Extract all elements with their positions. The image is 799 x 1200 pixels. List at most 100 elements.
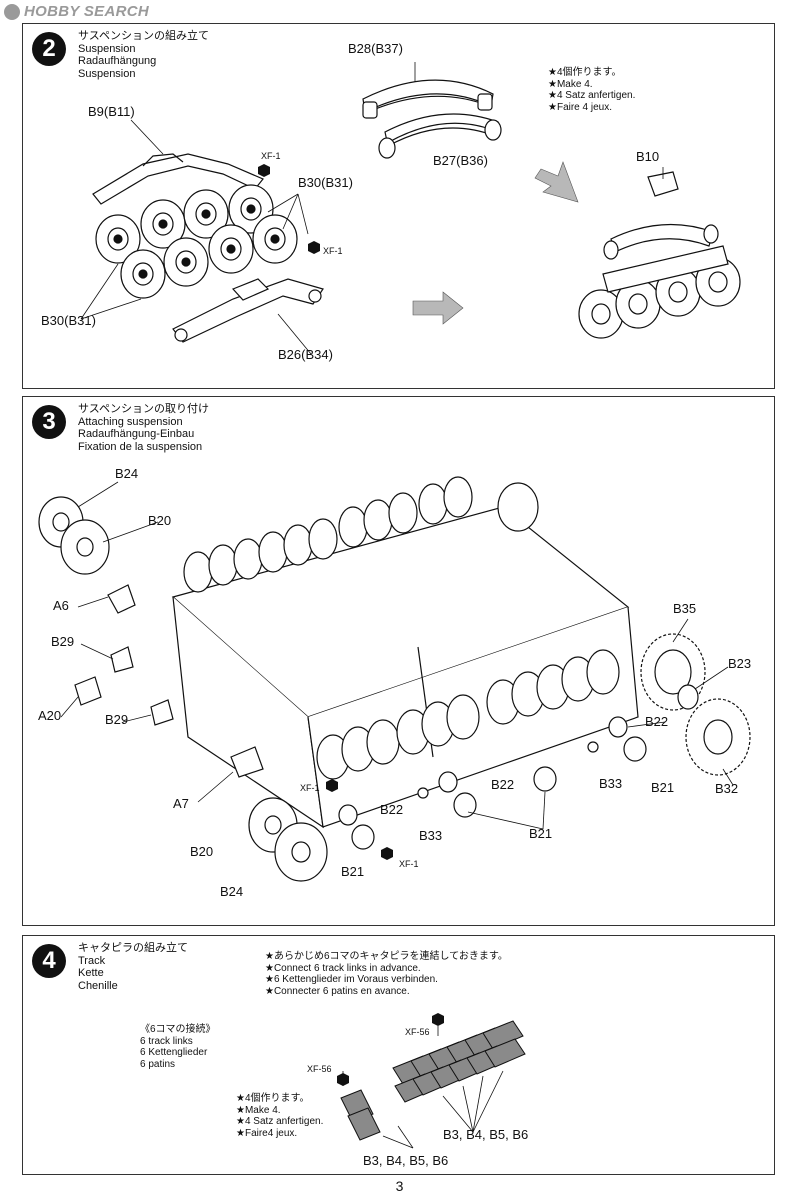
part-a6 (107, 584, 136, 614)
page-number: 3 (395, 1178, 404, 1194)
lower-suspension-units (316, 649, 620, 780)
step-3-title-de: Radaufhängung-Einbau (78, 428, 195, 440)
label-b24-bottom: B24 (220, 884, 244, 899)
step-4-title-fr: Chenille (78, 979, 118, 992)
step-2-panel: 2 サスペンションの組み立て Suspension Radaufhängung … (22, 23, 775, 389)
idler-wheel-b24-bottom (274, 822, 328, 882)
label-b22-right: B22 (645, 714, 669, 729)
label-b30-left: B30(B31) (41, 313, 96, 328)
step-4-panel: 4 キャタピラの組み立て Track Kette Chenille ★あらかじめ… (22, 935, 775, 1175)
idler-wheel-b20-bottom (248, 797, 298, 853)
step-2-title-en: Suspension (78, 42, 136, 55)
xf1-paint-marker-icon (381, 847, 393, 860)
label-xf56-left: XF-56 (307, 1064, 332, 1074)
step-4-title: キャタピラの組み立て Track Kette Chenille (78, 942, 188, 992)
label-xf1-left: XF-1 (300, 783, 320, 793)
idler-wheel-b20-top (60, 519, 110, 575)
part-b29-bottom (150, 699, 174, 726)
part-b33-left (417, 787, 429, 799)
road-wheels-bottom-row (120, 214, 298, 299)
label-xf56-right: XF-56 (405, 1027, 430, 1037)
xf1-paint-marker-icon (326, 779, 338, 792)
step-3-badge: 3 (32, 405, 66, 439)
label-b20-top: B20 (148, 513, 172, 528)
road-wheels-top-row (95, 184, 274, 264)
part-a20 (74, 676, 102, 706)
label-b27: B27(B36) (433, 153, 488, 168)
step-2-title: サスペンションの組み立て Suspension Radaufhängung Su… (78, 30, 209, 80)
step-3-title-en: Attaching suspension (78, 415, 183, 428)
step-3-panel: 3 サスペンションの取り付け Attaching suspension Rada… (22, 396, 775, 926)
assembly-arrow-diagonal (534, 161, 579, 203)
xf56-paint-marker-icon (337, 1073, 349, 1086)
upper-suspension-units (183, 476, 473, 593)
step-4-title-de: Kette (78, 967, 104, 979)
label-a6: A6 (53, 598, 69, 613)
leaf-spring-b27 (378, 113, 502, 159)
part-b21-right (623, 736, 647, 762)
part-b33-right (587, 741, 599, 753)
hobby-search-watermark: HOBBY SEARCH (4, 3, 149, 20)
track-links-six (392, 1020, 526, 1103)
label-a7: A7 (173, 796, 189, 811)
step-2-make-note: ★4個作ります。 ★Make 4. ★4 Satz anfertigen. ★F… (548, 67, 636, 113)
xf1-paint-marker-icon (258, 164, 270, 177)
label-b3-b6-right: B3, B4, B5, B6 (443, 1127, 529, 1142)
label-xf1-lower: XF-1 (323, 246, 343, 256)
drive-sprocket-upper (497, 482, 539, 532)
label-b3-b6-bottom: B3, B4, B5, B6 (363, 1153, 449, 1168)
track-link-single (340, 1089, 381, 1141)
label-b32: B32 (715, 781, 739, 796)
step-4-links-note: 《6コマの接続》 6 track links 6 Kettenglieder 6… (140, 1024, 216, 1070)
assembled-suspension-unit (578, 171, 741, 339)
label-b9: B9(B11) (88, 104, 135, 119)
step-3-title-ja: サスペンションの取り付け (78, 403, 210, 415)
label-b20-bottom: B20 (190, 844, 214, 859)
step-2-title-fr: Suspension (78, 67, 136, 80)
step-4-advance-note: ★あらかじめ6コマのキャタピラを連結しておきます。 ★Connect 6 tra… (265, 951, 508, 997)
step-4-badge: 4 (32, 944, 66, 978)
leaf-spring-b28 (362, 79, 494, 119)
label-b22-left: B22 (380, 802, 404, 817)
label-b21-mid: B21 (529, 826, 553, 841)
part-b21-left (351, 824, 375, 850)
part-b22-right (608, 716, 628, 738)
xf56-paint-marker-icon (432, 1013, 444, 1026)
xf1-paint-marker-icon (308, 241, 320, 254)
bogie-arm-b26 (172, 278, 324, 343)
label-b26: B26(B34) (278, 347, 333, 362)
watermark-logo-icon (4, 3, 20, 20)
step-4-title-en: Track (78, 954, 106, 967)
label-b24-top: B24 (115, 466, 139, 481)
label-b29-top: B29 (51, 634, 75, 649)
step-3-title: サスペンションの取り付け Attaching suspension Radauf… (78, 403, 209, 453)
part-b29-top (110, 646, 134, 673)
label-b33-left: B33 (419, 828, 443, 843)
label-xf1-bottom: XF-1 (399, 859, 419, 869)
assembly-arrow-right (412, 291, 464, 325)
label-b30-right: B30(B31) (298, 175, 353, 190)
watermark-text: HOBBY SEARCH (24, 3, 150, 20)
label-b10: B10 (636, 149, 660, 164)
label-b22-mid: B22 (491, 777, 515, 792)
step-2-title-ja: サスペンションの組み立て (78, 30, 210, 42)
hub-b23 (677, 684, 699, 710)
label-b29-bottom: B29 (105, 712, 129, 727)
part-a7 (230, 746, 264, 778)
part-b21-mid2 (533, 766, 557, 792)
part-b21-mid (453, 792, 477, 818)
step-2-drawing (80, 62, 741, 355)
step-4-title-ja: キャタピラの組み立て (78, 942, 188, 954)
step-3-title-fr: Fixation de la suspension (78, 440, 203, 453)
step-2-title-de: Radaufhängung (78, 55, 157, 67)
step-4-make-note: ★4個作ります。 ★Make 4. ★4 Satz anfertigen. ★F… (236, 1093, 324, 1139)
label-a20: A20 (38, 708, 62, 723)
step-4-drawing (337, 1013, 526, 1149)
part-b22-left (338, 804, 358, 826)
drive-sprocket-b32 (685, 698, 751, 776)
step-2-badge: 2 (32, 32, 66, 66)
label-xf1-upper: XF-1 (261, 151, 281, 161)
label-b21-left: B21 (341, 864, 365, 879)
label-b21-right: B21 (651, 780, 675, 795)
step-3-drawing (38, 476, 751, 882)
